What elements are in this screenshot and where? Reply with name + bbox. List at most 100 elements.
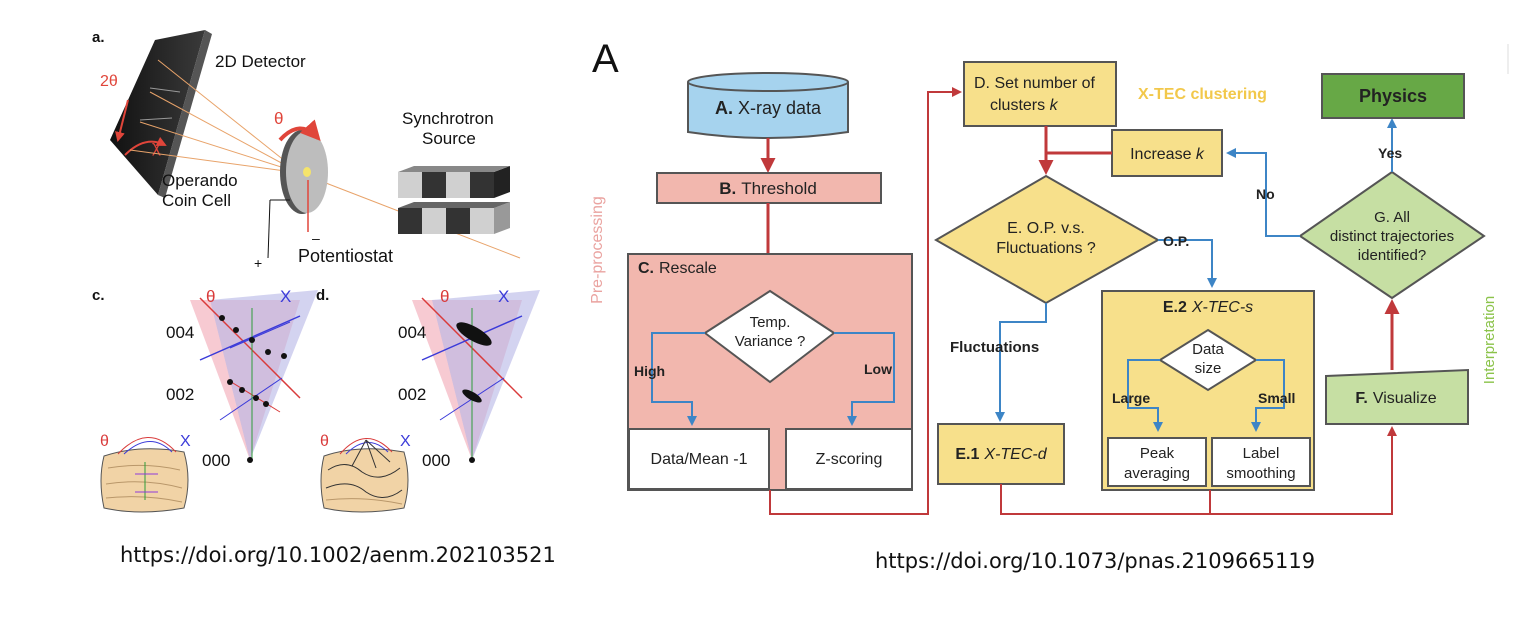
preprocessing-label: Pre-processing [589, 196, 606, 304]
c-sample-chi: X [180, 433, 191, 450]
node-b-label: B.Threshold [719, 179, 817, 198]
peak-line1: Peak [1140, 445, 1175, 462]
arrow-e-f [1000, 426, 1397, 515]
node-e-line2: Fluctuations ? [996, 240, 1096, 257]
c-sample-icon [100, 437, 189, 513]
c-004-label: 004 [166, 323, 194, 342]
node-d-line2: clusters k [990, 97, 1059, 114]
d-sample-theta: θ [320, 433, 329, 450]
node-a-label: A.X-ray data [715, 98, 822, 118]
increase-k-box [1111, 129, 1223, 177]
coin-cell-icon [267, 119, 328, 259]
node-e-line1: E. O.P. v.s. [1007, 220, 1085, 237]
zscoring-box [785, 428, 913, 490]
node-c-label: C.Rescale [638, 260, 717, 277]
panel-a-label: a. [92, 29, 105, 46]
temp-line2: Variance ? [735, 333, 806, 350]
synchrotron-line1: Synchrotron [402, 109, 494, 128]
label-smoothing-box [1211, 437, 1311, 487]
node-f-label: F.Visualize [1355, 390, 1436, 407]
node-physics [1321, 73, 1465, 119]
node-g-line1: G. All [1374, 209, 1410, 226]
arrow-small [1251, 359, 1285, 432]
node-a-xray-data [687, 72, 849, 139]
d-004-label: 004 [398, 323, 426, 342]
arrow-large [1127, 359, 1163, 432]
two-theta-label: 2θ [100, 73, 118, 90]
data-size-line2: size [1195, 360, 1222, 377]
left-figure: a. 2θ χ 2D Detector [92, 29, 540, 513]
no-label: No [1256, 186, 1275, 202]
node-e1-xtec-d [937, 423, 1065, 485]
label-line2: smoothing [1226, 465, 1295, 482]
left-doi-text: https://doi.org/10.1002/aenm.202103521 [120, 543, 556, 567]
arrow-c-d [769, 87, 962, 515]
synchrotron-magnets-icon [398, 166, 510, 234]
arrow-no [1226, 148, 1300, 237]
zscoring-label: Z-scoring [816, 451, 883, 468]
temp-line1: Temp. [750, 314, 791, 331]
node-d-line1: D. Set number of [974, 75, 1096, 92]
panel-d-label: d. [316, 287, 329, 304]
panel-A-label: A [592, 37, 619, 81]
theta-label: θ [274, 109, 283, 128]
temp-variance-decision [703, 289, 836, 384]
node-b-threshold [656, 172, 882, 204]
data-mean-box [628, 428, 770, 490]
node-g-line2: distinct trajectories [1330, 228, 1454, 245]
yes-label: Yes [1378, 145, 1402, 161]
coin-line2: Coin Cell [162, 191, 231, 210]
data-size-decision [1158, 328, 1258, 392]
interpretation-label: Interpretation [1481, 296, 1498, 384]
right-doi-text: https://doi.org/10.1073/pnas.2109665119 [875, 549, 1316, 573]
panel-c-label: c. [92, 287, 105, 304]
plus-label: + [254, 255, 262, 271]
c-theta-label: θ [206, 287, 215, 306]
c-000-label: 000 [202, 451, 230, 470]
xtec-clustering-label: X-TEC clustering [1138, 86, 1267, 103]
coin-line1: Operando [162, 171, 238, 190]
c-chi-label: X [280, 287, 291, 306]
d-chi-label: X [498, 287, 509, 306]
increase-k-label: Increase k [1130, 146, 1205, 163]
data-size-line1: Data [1192, 341, 1224, 358]
arrow-low [834, 332, 895, 426]
fluctuations-label: Fluctuations [950, 339, 1039, 356]
d-002-label: 002 [398, 385, 426, 404]
node-g-decision [1298, 170, 1486, 300]
d-theta-label: θ [440, 287, 449, 306]
data-mean-label: Data/Mean -1 [651, 451, 748, 468]
physics-label: Physics [1359, 86, 1427, 106]
small-label: Small [1258, 390, 1295, 406]
d-sample-chi: X [400, 433, 411, 450]
d-000-label: 000 [422, 451, 450, 470]
low-label: Low [864, 361, 892, 377]
node-f-visualize [1325, 368, 1469, 425]
high-label: High [634, 363, 665, 379]
node-d-set-clusters [963, 61, 1117, 127]
potentiostat-label: Potentiostat [298, 246, 393, 266]
d-sample-icon [320, 438, 409, 513]
c-002-label: 002 [166, 385, 194, 404]
c-sample-theta: θ [100, 433, 109, 450]
arrow-op [1158, 239, 1217, 288]
panel-c-diagram [190, 290, 318, 463]
node-g-line3: identified? [1358, 247, 1426, 264]
op-label: O.P. [1163, 233, 1189, 249]
large-label: Large [1112, 390, 1150, 406]
panel-d-diagram [412, 290, 540, 463]
peak-averaging-box [1107, 437, 1207, 487]
synchrotron-line2: Source [422, 129, 476, 148]
arrow-high [651, 332, 705, 426]
right-figure: A A.X-ray data B.Threshold C.Rescale Tem… [589, 37, 1509, 515]
peak-line2: averaging [1124, 465, 1190, 482]
minus-label: – [312, 230, 320, 246]
label-line1: Label [1243, 445, 1280, 462]
detector-label: 2D Detector [215, 52, 306, 71]
arrow-fluctuations [995, 303, 1047, 422]
chi-label: χ [152, 137, 161, 156]
